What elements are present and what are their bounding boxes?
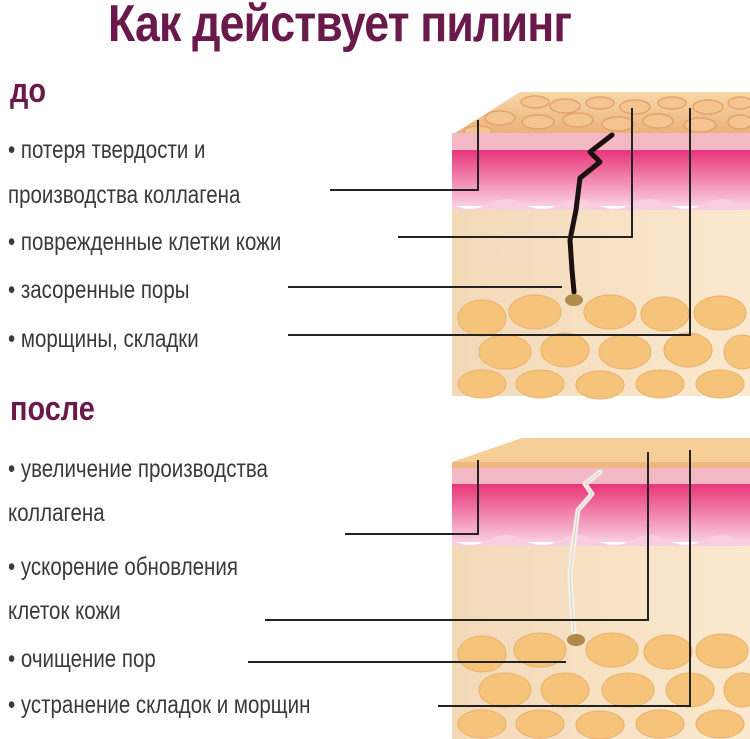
before-item-1: • потеря твердости и <box>8 136 206 164</box>
after-item-2-cont: клеток кожи <box>8 597 121 625</box>
after-heading: после <box>10 390 95 428</box>
skin-block-before <box>288 92 750 400</box>
skin-block-after <box>248 438 750 739</box>
after-item-2: • ускорение обновления <box>8 553 238 581</box>
after-item-4: • устранение складок и морщин <box>8 691 311 719</box>
before-item-4: • морщины, складки <box>8 325 199 353</box>
before-heading: до <box>10 72 47 110</box>
after-item-3: • очищение пор <box>8 645 156 673</box>
before-item-2: • поврежденные клетки кожи <box>8 228 282 256</box>
page-title: Как действует пилинг <box>108 0 572 53</box>
before-item-1-cont: производства коллагена <box>8 181 241 209</box>
after-item-1-cont: коллагена <box>8 499 105 527</box>
after-item-1: • увеличение производства <box>8 455 268 483</box>
before-item-3: • засоренные поры <box>8 276 190 304</box>
